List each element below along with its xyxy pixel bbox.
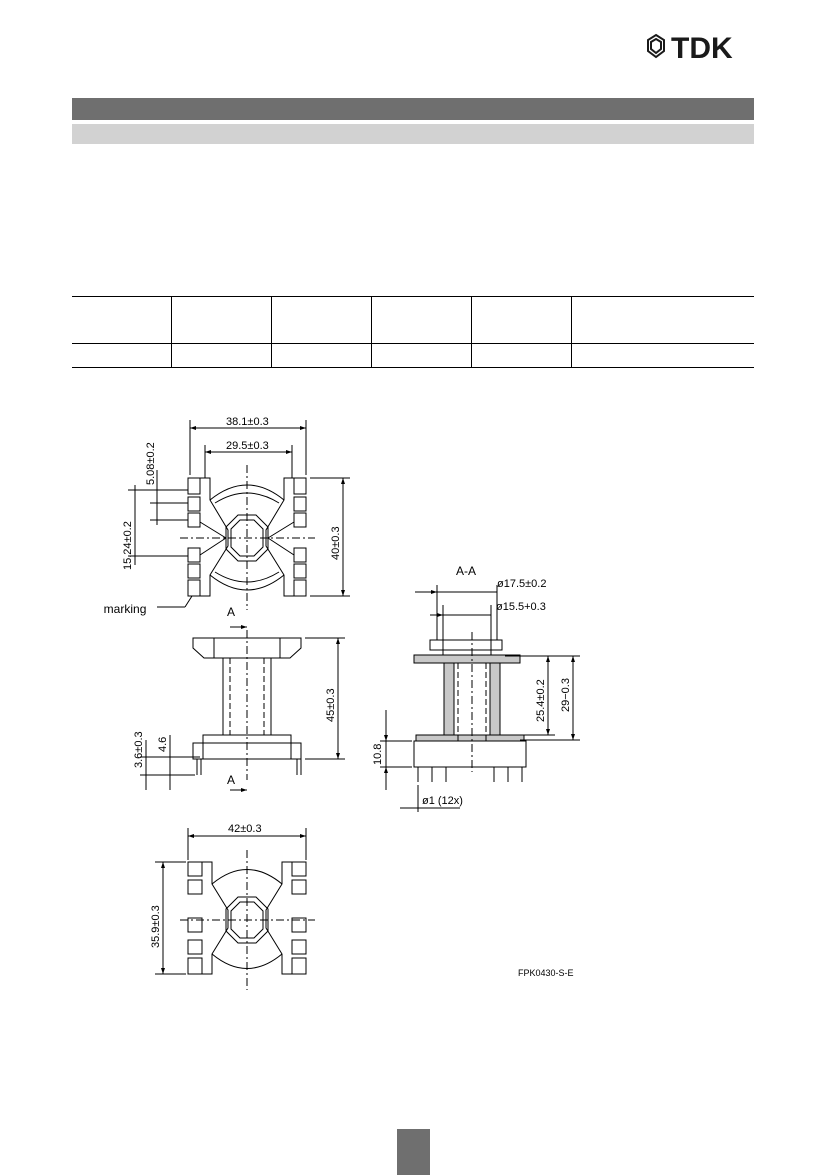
drawing-code: FPK0430-S-E <box>518 968 574 978</box>
dim-height-side: 45±0.3 <box>325 688 337 722</box>
tdk-logo: TDK <box>642 31 757 63</box>
page-number-tab <box>397 1129 430 1175</box>
dim-inner-height: 29−0.3 <box>560 678 572 712</box>
dim-height-bottom: 35.9±0.3 <box>150 905 162 948</box>
dim-bore-diameter: ø15.5+0.3 <box>496 601 546 613</box>
section-view <box>380 585 580 812</box>
dim-base-section: 10.8 <box>372 744 384 765</box>
dim-pin-length: 3.6±0.3 <box>133 731 145 768</box>
top-view <box>128 420 350 610</box>
dim-winding-height: 25.4±0.2 <box>535 679 547 722</box>
dim-width-bottom: 42±0.3 <box>228 823 262 835</box>
table-col-divider <box>371 296 372 368</box>
title-bar <box>72 98 754 120</box>
table-col-divider <box>271 296 272 368</box>
dim-pin-diameter: ø1 (12x) <box>422 795 463 807</box>
side-view <box>140 626 345 791</box>
table-rule-top <box>72 296 754 297</box>
section-title: A-A <box>456 564 476 578</box>
dim-pin-pitch: 5.08±0.2 <box>145 442 157 485</box>
table-col-divider <box>571 296 572 368</box>
table-col-divider <box>471 296 472 368</box>
pin1-marking-label: Pin 1 marking <box>100 602 146 616</box>
dim-width-outer: 38.1±0.3 <box>226 416 269 428</box>
drawing-canvas: 38.1±0.3 29.5±0.3 5.08±0.2 15.24±0.2 40±… <box>100 416 580 990</box>
dim-width-inner: 29.5±0.3 <box>226 440 269 452</box>
table-col-divider <box>171 296 172 368</box>
table-rule-bottom <box>72 367 754 368</box>
section-marker-a-bottom: A <box>227 773 235 787</box>
bottom-view <box>155 828 315 990</box>
dim-height-top: 40±0.3 <box>330 526 342 560</box>
tdk-logo-mark: TDK <box>647 32 733 63</box>
table-rule-header <box>72 343 754 344</box>
technical-drawing: 38.1±0.3 29.5±0.3 5.08±0.2 15.24±0.2 40±… <box>100 400 600 990</box>
dim-pin-span: 15.24±0.2 <box>122 521 134 570</box>
dim-base-height: 4.6 <box>157 737 169 752</box>
subtitle-bar <box>72 124 754 144</box>
section-marker-a-top: A <box>227 605 235 619</box>
logo-text: TDK <box>671 32 733 63</box>
dim-flange-diameter: ø17.5±0.2 <box>497 578 546 590</box>
